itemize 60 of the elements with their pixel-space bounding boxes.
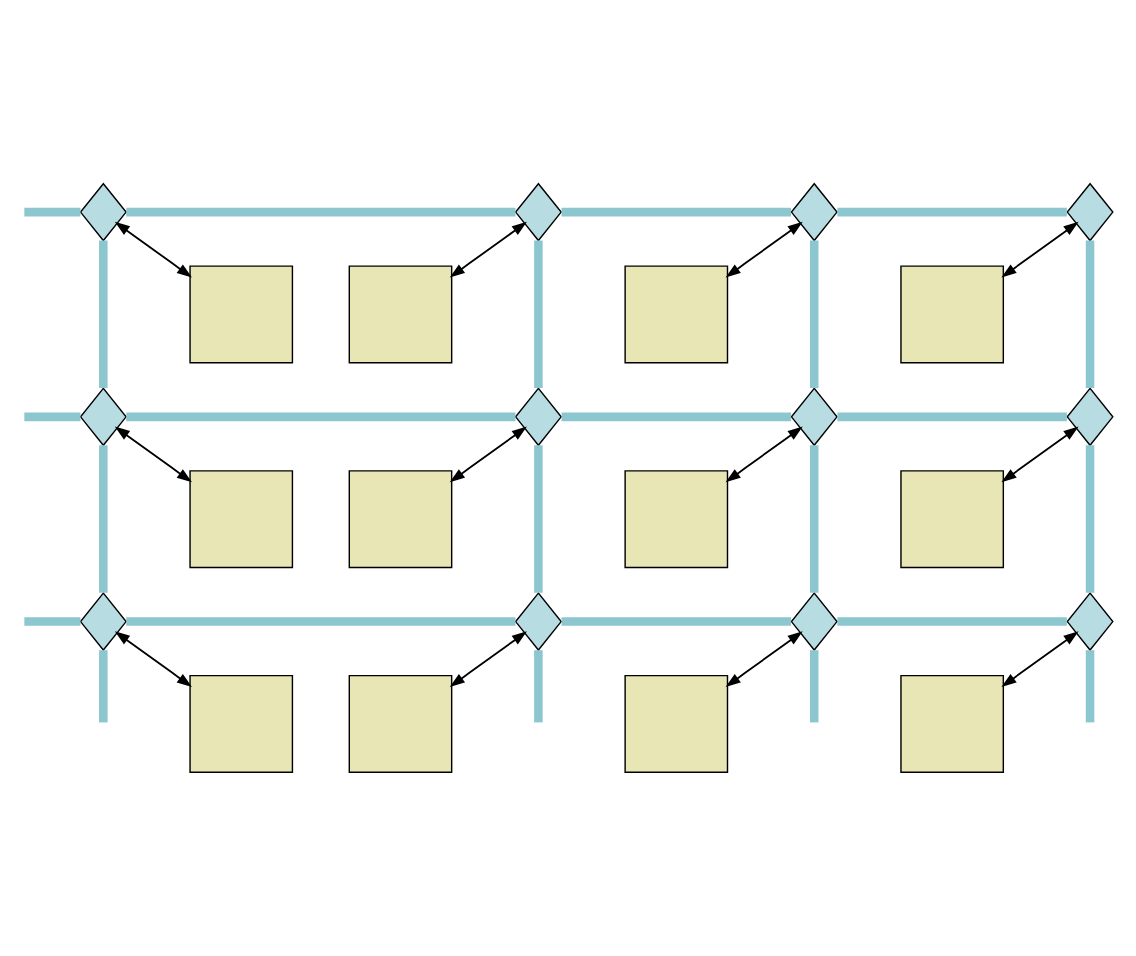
node-box: [900, 265, 1005, 364]
node-diamond: [790, 387, 838, 447]
node-diamond: [1066, 182, 1114, 242]
node-box: [348, 470, 453, 569]
connector: [1085, 650, 1095, 723]
connector: [809, 445, 819, 593]
connector: [99, 240, 108, 388]
node-diamond: [514, 387, 563, 447]
node-diamond: [1066, 592, 1114, 652]
arrow: [725, 221, 803, 278]
connector: [99, 445, 108, 593]
connector: [1085, 240, 1095, 388]
arrow: [449, 631, 527, 687]
arrow: [725, 426, 803, 483]
arrow: [1001, 426, 1079, 483]
node-box: [900, 674, 1005, 773]
connector: [24, 412, 81, 422]
connector: [561, 207, 792, 217]
node-box: [189, 470, 294, 569]
arrow: [449, 221, 527, 278]
node-diamond: [514, 182, 563, 242]
arrow: [1001, 221, 1079, 278]
connector: [561, 412, 792, 422]
node-box: [348, 674, 453, 773]
node-diamond: [79, 182, 127, 242]
node-box: [189, 674, 294, 773]
connector: [99, 650, 108, 723]
node-box: [348, 265, 453, 364]
node-box: [624, 470, 729, 569]
connector: [837, 617, 1067, 626]
node-diamond: [79, 592, 127, 652]
connector: [809, 650, 819, 723]
arrow: [114, 426, 192, 483]
connector: [809, 240, 819, 388]
arrow: [1001, 631, 1079, 687]
connector: [1085, 445, 1095, 593]
connector: [126, 412, 516, 422]
node-diamond: [790, 182, 838, 242]
node-box: [189, 265, 294, 364]
node-diamond: [790, 592, 838, 652]
connector: [534, 240, 543, 388]
node-box: [624, 674, 729, 773]
connector: [837, 412, 1067, 422]
connector: [561, 617, 792, 626]
connector: [126, 207, 516, 217]
arrow: [114, 221, 192, 278]
node-diamond: [79, 387, 127, 447]
connector: [24, 207, 81, 217]
connector: [837, 207, 1067, 217]
node-diamond: [514, 592, 563, 652]
connector: [24, 617, 81, 626]
node-box: [624, 265, 729, 364]
node-box: [900, 470, 1005, 569]
connector: [126, 617, 516, 626]
arrow: [114, 631, 192, 687]
arrow: [725, 631, 803, 687]
connector: [534, 445, 543, 593]
connector: [534, 650, 543, 723]
node-diamond: [1066, 387, 1114, 447]
arrow: [449, 426, 527, 483]
